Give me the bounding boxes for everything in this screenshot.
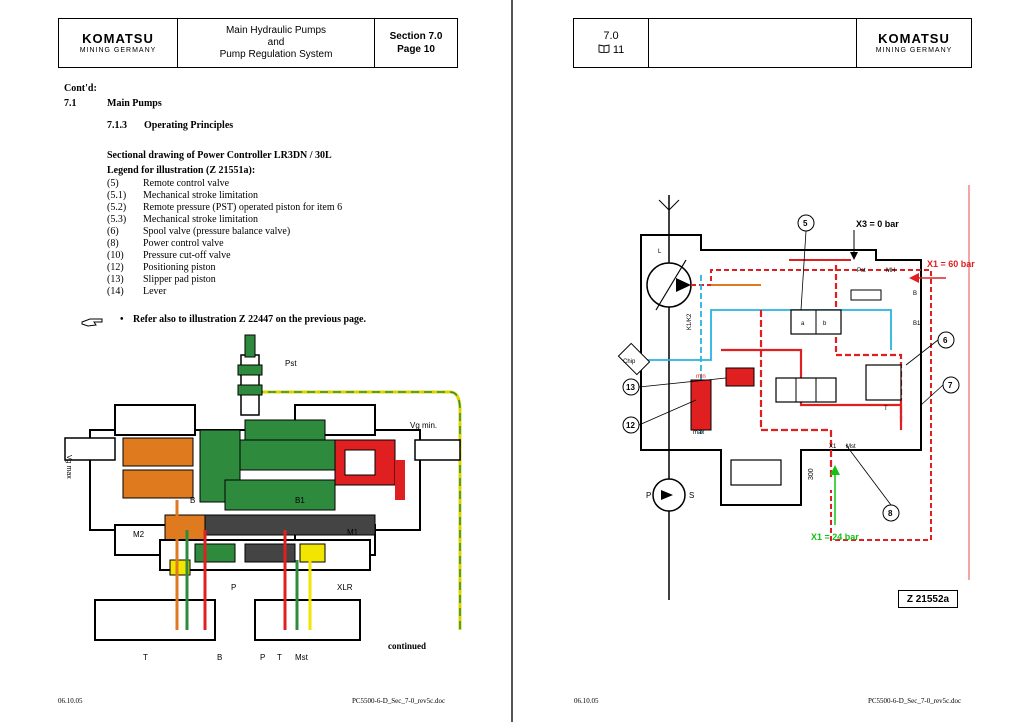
left-header: KOMATSU MINING GERMANY Main Hydraulic Pu… <box>58 18 458 68</box>
label-mh: MH <box>886 268 895 274</box>
label-300: 300 <box>808 468 815 480</box>
logo-sub: MINING GERMANY <box>875 47 953 54</box>
contd-label: Cont'd: <box>64 83 97 94</box>
label-min: min <box>696 374 706 380</box>
callout-8: 8 <box>888 509 893 518</box>
section-number: 7.1 <box>64 98 77 109</box>
drawing-title: Sectional drawing of Power Controller LR… <box>107 150 332 161</box>
label-s: S <box>689 491 694 500</box>
label-m1: M1 <box>347 528 359 537</box>
label-x1: X1 <box>829 444 837 450</box>
callout-13: 13 <box>626 383 635 392</box>
label-b-small: b <box>823 321 827 327</box>
komatsu-logo: KOMATSU MINING GERMANY <box>59 19 178 67</box>
legend-title: Legend for illustration (Z 21551a): <box>107 165 256 176</box>
callout-12: 12 <box>626 421 635 430</box>
label-pst: Pst <box>857 268 866 274</box>
label-max: max <box>693 430 704 436</box>
label-x1-bottom: X1 = 24 bar <box>811 532 859 542</box>
label-x3: X3 = 0 bar <box>856 219 899 229</box>
section-page: Section 7.0 Page 10 <box>389 31 443 55</box>
logo-sub: MINING GERMANY <box>79 47 157 54</box>
label-vg-max: Vg max <box>65 455 72 479</box>
pointing-hand-icon <box>81 318 103 327</box>
label-b: B <box>913 291 917 297</box>
subsection-number: 7.1.3 <box>107 120 127 131</box>
label-l: L <box>658 249 662 255</box>
label-t: T <box>884 406 888 412</box>
label-bottom-p: P <box>260 653 265 662</box>
sectional-drawing-illustration: Pst Vg min. Vg max B B1 M2 M1 P XLR T B … <box>64 334 462 662</box>
figure-id: Z 21552a <box>906 593 950 605</box>
label-vg-min: Vg min. <box>410 421 437 430</box>
label-k1k2: K1/K2 <box>687 313 693 330</box>
label-a: a <box>801 321 805 327</box>
book-icon <box>598 44 610 54</box>
logo-brand: KOMATSU <box>878 31 950 46</box>
section-page: 7.0 11 <box>574 19 649 67</box>
figure-id-box: Z 21552a <box>898 590 958 608</box>
label-m2: M2 <box>133 530 145 539</box>
label-t: T <box>143 653 148 662</box>
label-b1: B1 <box>295 496 305 505</box>
label-xlr: XLR <box>337 583 353 592</box>
section-title: Main Pumps <box>107 98 162 109</box>
komatsu-logo: KOMATSU MINING GERMANY <box>857 19 971 67</box>
callout-6: 6 <box>943 336 948 345</box>
left-page: KOMATSU MINING GERMANY Main Hydraulic Pu… <box>58 18 462 705</box>
hydraulic-schematic: 5 6 7 8 12 13 X3 = 0 bar X1 = 60 bar X1 … <box>617 185 975 600</box>
subsection-title: Operating Principles <box>144 120 234 131</box>
right-header: 7.0 11 KOMATSU MINING GERMANY <box>573 18 972 68</box>
header-blank <box>649 19 857 67</box>
document-title: Main Hydraulic Pumps and Pump Regulation… <box>178 19 375 67</box>
footer-date: 06.10.05 <box>58 697 83 705</box>
label-p: P <box>231 583 236 592</box>
label-b: B <box>190 496 195 505</box>
note-text: Refer also to illustration Z 22447 on th… <box>133 314 366 325</box>
note-bullet: • <box>120 314 124 325</box>
label-mst: Mst <box>846 444 856 450</box>
right-page: 7.0 11 KOMATSU MINING GERMANY <box>513 0 1024 722</box>
footer-file: PC5500-6-D_Sec_7-0_rev5c.doc <box>352 697 446 705</box>
footer-file: PC5500-6-D_Sec_7-0_rev5c.doc <box>868 697 962 705</box>
label-bottom-b: B <box>217 653 222 662</box>
footer-date: 06.10.05 <box>574 697 599 705</box>
callout-7: 7 <box>948 381 953 390</box>
label-p: P <box>646 491 651 500</box>
label-pst: Pst <box>285 359 297 368</box>
page-divider <box>511 0 513 722</box>
label-bottom-t: T <box>277 653 282 662</box>
continued-label: continued <box>388 641 427 651</box>
logo-brand: KOMATSU <box>82 31 154 46</box>
label-chip: Chip <box>623 359 636 365</box>
label-b1: B1 <box>913 321 921 327</box>
label-mst: Mst <box>295 653 309 662</box>
label-x1-top: X1 = 60 bar <box>927 259 975 269</box>
callout-5: 5 <box>803 219 808 228</box>
